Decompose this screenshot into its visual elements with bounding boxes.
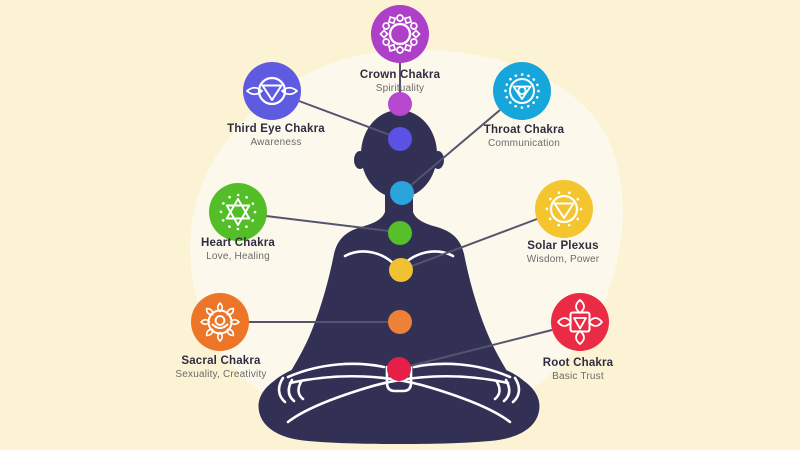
connector-line-solar-plexus bbox=[403, 218, 538, 270]
chakra-name: Sacral Chakra bbox=[181, 355, 261, 367]
sacral-crescent-icon bbox=[200, 302, 240, 342]
body-dot-crown bbox=[388, 92, 412, 116]
meditating-figure bbox=[258, 110, 540, 444]
chakra-label-third-eye: Third Eye Chakra Awareness bbox=[227, 123, 325, 149]
connector-line-throat bbox=[402, 109, 501, 193]
body-dots bbox=[387, 92, 414, 381]
crown-mandala-icon bbox=[379, 14, 421, 54]
body-dot-root bbox=[387, 357, 411, 381]
figure-torso-arms bbox=[284, 196, 514, 402]
root-pouch-outline bbox=[385, 365, 413, 393]
badge-circle-heart bbox=[209, 183, 267, 241]
badge-circle-crown bbox=[371, 5, 429, 63]
chakra-label-root: Root Chakra Basic Trust bbox=[543, 357, 614, 383]
chakra-badge-third-eye bbox=[243, 62, 301, 120]
chakra-label-throat: Throat Chakra Communication bbox=[484, 124, 565, 150]
chakra-badge-crown bbox=[371, 5, 429, 63]
shin-line-left bbox=[288, 374, 512, 424]
badge-circle-root bbox=[551, 293, 609, 351]
body-dot-third-eye bbox=[388, 127, 412, 151]
chakra-trait: Spirituality bbox=[375, 83, 425, 94]
chakra-name: Crown Chakra bbox=[359, 69, 441, 81]
chakra-trait: Sexuality, Creativity bbox=[175, 369, 267, 380]
chakra-trait: Wisdom, Power bbox=[526, 254, 600, 265]
chakra-badge-solar-plexus bbox=[535, 180, 593, 238]
chakra-badge-sacral bbox=[191, 293, 249, 351]
chakra-trait: Communication bbox=[487, 138, 561, 149]
heart-hexagram-icon bbox=[219, 193, 257, 231]
body-dot-heart bbox=[388, 221, 412, 245]
hand-fingers-left bbox=[277, 376, 305, 404]
throat-lotus-icon bbox=[504, 73, 540, 109]
chakra-label-sacral: Sacral Chakra Sexuality, Creativity bbox=[175, 355, 266, 381]
badge-circle-third-eye bbox=[243, 62, 301, 120]
root-square-icon bbox=[557, 299, 603, 345]
badge-circle-sacral bbox=[191, 293, 249, 351]
chakra-trait: Love, Healing bbox=[206, 251, 270, 262]
badge-circle-solar-plexus bbox=[535, 180, 593, 238]
body-dot-solar-plexus bbox=[389, 258, 413, 282]
chakra-trait: Awareness bbox=[250, 137, 302, 148]
chakra-label-crown: Crown Chakra Spirituality bbox=[360, 69, 440, 95]
solar-triangle-icon bbox=[545, 190, 583, 228]
connector-line-heart bbox=[265, 215, 398, 233]
lap-line-left bbox=[286, 362, 386, 379]
chakra-badge-throat bbox=[493, 62, 551, 120]
connector-lines bbox=[249, 63, 553, 369]
connector-line-third-eye bbox=[298, 100, 399, 139]
chakra-name: Throat Chakra bbox=[483, 124, 565, 136]
chakra-label-heart: Heart Chakra Love, Healing bbox=[201, 237, 275, 263]
chakra-name: Third Eye Chakra bbox=[227, 123, 325, 135]
body-dot-sacral bbox=[388, 310, 412, 334]
chakra-name: Heart Chakra bbox=[201, 237, 275, 249]
chakra-name: Root Chakra bbox=[542, 357, 614, 369]
chakra-badge-root bbox=[551, 293, 609, 351]
badge-circle-throat bbox=[493, 62, 551, 120]
chakra-label-solar-plexus: Solar Plexus Wisdom, Power bbox=[527, 240, 600, 266]
chakra-name: Solar Plexus bbox=[527, 240, 599, 252]
lap-line-right bbox=[412, 362, 512, 379]
figure-crossed-legs bbox=[258, 356, 540, 444]
shin-line-right bbox=[286, 374, 510, 424]
chakra-badge-heart bbox=[209, 183, 267, 241]
connector-line-root bbox=[401, 329, 553, 369]
third-eye-icon bbox=[246, 76, 298, 106]
hand-fingers-right bbox=[493, 376, 521, 404]
body-dot-throat bbox=[390, 181, 414, 205]
chakra-trait: Basic Trust bbox=[552, 371, 604, 382]
